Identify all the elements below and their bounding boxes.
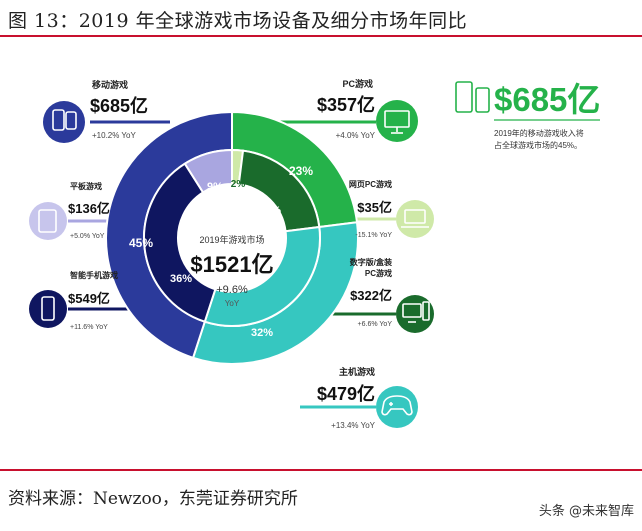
pc-name: PC游戏 (342, 78, 373, 89)
watermark: 头条 @未来智库 (538, 504, 634, 519)
inner-label-browser: 2% (231, 179, 246, 190)
source-note: 资料来源：Newzoo，东莞证券研究所 (8, 489, 298, 509)
phones-icon (52, 109, 77, 131)
console-value: $479亿 (317, 383, 375, 404)
console-yoy: +13.4% YoY (331, 421, 375, 430)
boxed-yoy: +6.6% YoY (358, 321, 393, 328)
tablet-name: 平板游戏 (70, 181, 102, 191)
game-market-donut-chart: 2019年游戏市场 $1521亿 +9.6% YoY 45% 23% 32% 9… (29, 78, 600, 430)
tablet-value: $136亿 (68, 201, 110, 216)
callout-pc: PC游戏 $357亿 +4.0% YoY (317, 78, 418, 142)
callout-tablet: 平板游戏 $136亿 +5.0% YoY (29, 181, 110, 240)
pc-value: $357亿 (317, 94, 375, 115)
boxed-name-line2: PC游戏 (365, 268, 392, 278)
tablet-icon (38, 209, 57, 233)
pc-icon-badge (376, 100, 418, 142)
highlight-note-line2: 占全球游戏市场的45%。 (494, 140, 582, 150)
outer-label-mobile: 45% (129, 236, 153, 250)
boxed-name-line1: 数字版/盒装 (350, 257, 392, 267)
mobile-value: $685亿 (90, 95, 148, 116)
center-growth: +9.6% (216, 284, 248, 296)
inner-label-boxed: 21% (259, 205, 281, 217)
callout-boxed: 数字版/盒装 PC游戏 $322亿 +6.6% YoY (350, 257, 434, 333)
donut-rings (105, 110, 359, 365)
pc-yoy: +4.0% YoY (336, 131, 376, 140)
phones-icon (455, 81, 490, 113)
inner-ring-segment-5 (183, 148, 233, 194)
smartphone-value: $549亿 (68, 291, 110, 306)
callout-browser: 网页PC游戏 $35亿 -15.1% YoY (349, 179, 434, 239)
smartphone-yoy: +11.6% YoY (70, 324, 108, 331)
center-total: $1521亿 (190, 252, 273, 277)
highlight-value: $685亿 (494, 81, 600, 118)
callout-console: 主机游戏 $479亿 +13.4% YoY (317, 366, 418, 430)
boxed-value: $322亿 (350, 288, 392, 303)
smartphone-name: 智能手机游戏 (70, 270, 118, 280)
console-icon-badge (376, 386, 418, 428)
inner-label-console: 32% (251, 327, 273, 339)
console-name: 主机游戏 (339, 366, 375, 377)
donut-center (178, 184, 286, 292)
laptop-icon (401, 209, 429, 228)
figure-title: 图 13：2019 年全球游戏市场设备及细分市场年同比 (8, 10, 468, 32)
browser-icon-badge (396, 200, 434, 238)
inner-label-smartphone: 36% (170, 273, 192, 285)
highlight-note-line1: 2019年的移动游戏收入将 (494, 128, 584, 138)
inner-label-tablet: 9% (207, 181, 223, 193)
tablet-yoy: +5.0% YoY (70, 233, 105, 240)
mobile-name: 移动游戏 (92, 79, 128, 90)
center-growth-unit: YoY (225, 299, 240, 308)
smartphone-icon-badge (29, 290, 67, 328)
mobile-yoy: +10.2% YoY (92, 131, 136, 140)
outer-label-console: 32% (285, 350, 309, 364)
center-label: 2019年游戏市场 (199, 234, 264, 245)
tablet-icon-badge (29, 202, 67, 240)
smartphone-icon (41, 296, 55, 321)
bottom-rule (0, 469, 642, 471)
callout-mobile: 移动游戏 $685亿 +10.2% YoY (43, 79, 148, 143)
callout-smartphone: 智能手机游戏 $549亿 +11.6% YoY (29, 270, 118, 331)
gamepad-icon (381, 395, 413, 416)
browser-name: 网页PC游戏 (349, 179, 392, 189)
browser-yoy: -15.1% YoY (355, 232, 392, 239)
top-rule (0, 35, 642, 37)
outer-label-pc: 23% (289, 164, 313, 178)
browser-value: $35亿 (357, 200, 392, 215)
pc-tower-icon (402, 301, 430, 323)
highlight-box: $685亿 2019年的移动游戏收入将 占全球游戏市场的45%。 (455, 81, 600, 150)
monitor-icon (384, 110, 410, 134)
